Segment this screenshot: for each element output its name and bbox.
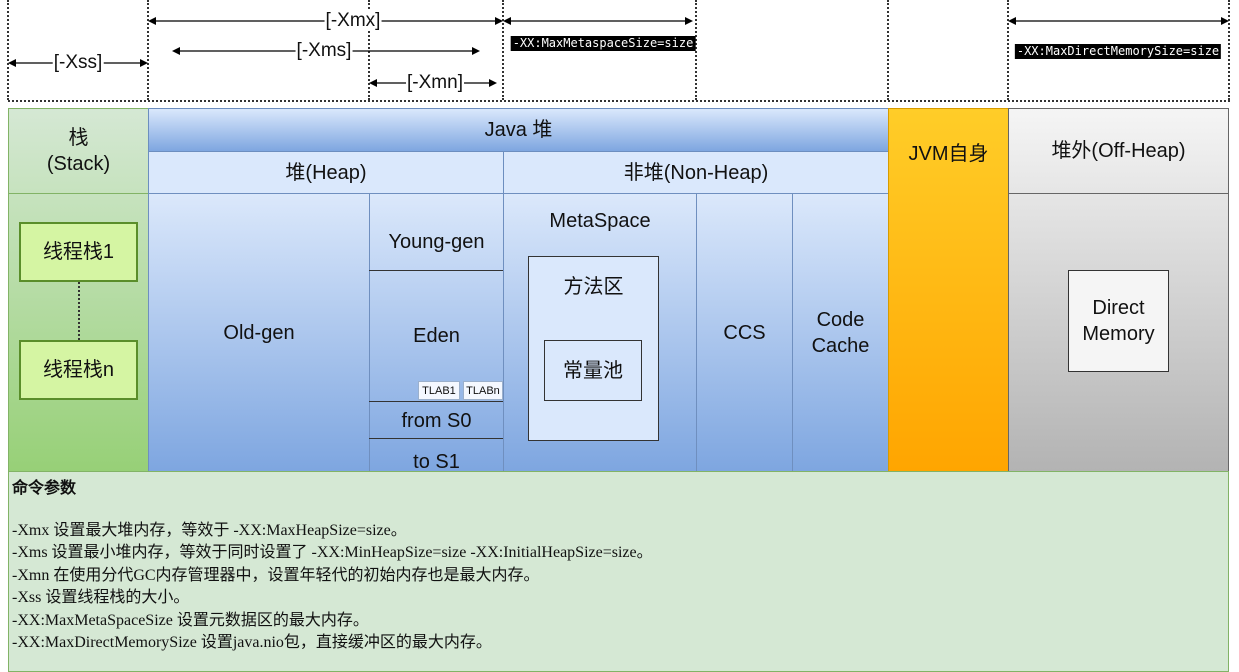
stack-subtitle: (Stack) — [46, 152, 111, 175]
direct-memory-line2: Memory — [1082, 323, 1155, 345]
xmx-label: [-Xmx] — [324, 10, 382, 31]
metaspace-arrow — [503, 11, 693, 31]
param-line: -Xmx 设置最大堆内存，等效于 -XX:MaxHeapSize=size。 — [12, 522, 407, 539]
param-line: -Xms 设置最小堆内存，等效于同时设置了 -XX:MinHeapSize=si… — [12, 544, 653, 562]
eden-label: Eden — [413, 325, 460, 347]
xms-label: [-Xms] — [295, 40, 353, 61]
jvm-self-column — [888, 108, 1009, 472]
boundary-line — [7, 0, 9, 100]
xmn-arrow: [-Xmn] — [369, 73, 497, 93]
from-s0-label: from S0 — [401, 409, 472, 432]
eden-divider — [369, 401, 504, 402]
command-params-title: 命令参数 — [12, 480, 77, 497]
metaspace-param-label: -XX:MaxMetaspaceSize=size — [510, 36, 696, 51]
survivor-divider — [369, 438, 504, 439]
method-area-label: 方法区 — [563, 276, 624, 298]
ccs-area: CCS — [696, 193, 793, 472]
metaspace-label: MetaSpace — [549, 210, 651, 232]
old-gen-area: Old-gen — [148, 193, 370, 472]
param-line: -XX:MaxMetaSpaceSize 设置元数据区的最大内存。 — [12, 611, 369, 629]
direct-memory-box: Direct Memory — [1068, 270, 1169, 372]
param-line: -Xss 设置线程栈的大小。 — [12, 589, 190, 607]
heap-header: 堆(Heap) — [148, 151, 504, 194]
code-cache-line1: Code — [816, 308, 865, 331]
param-line: -Xmn 在使用分代GC内存管理器中，设置年轻代的初始内存也是最大内存。 — [12, 566, 540, 584]
constant-pool-box: 常量池 — [544, 340, 642, 401]
baseline-line — [8, 100, 1230, 102]
boundary-line — [502, 0, 504, 100]
xss-arrow: [-Xss] — [8, 53, 148, 73]
young-divider — [369, 270, 504, 271]
boundary-line — [147, 0, 149, 100]
direct-memory-line1: Direct — [1092, 297, 1145, 319]
xmn-label: [-Xmn] — [406, 72, 464, 93]
tlab1-box: TLAB1 — [418, 381, 460, 400]
direct-memory-arrow — [1008, 11, 1229, 31]
non-heap-header: 非堆(Non-Heap) — [503, 151, 889, 194]
direct-memory-param-label: -XX:MaxDirectMemorySize=size — [1014, 44, 1222, 59]
code-cache-area: Code Cache — [792, 193, 889, 472]
xss-label: [-Xss] — [52, 52, 104, 73]
tlabn-box: TLABn — [463, 381, 503, 400]
jvm-self-label: JVM自身 — [908, 143, 989, 165]
xmx-arrow: [-Xmx] — [148, 11, 503, 31]
young-gen-label: Young-gen — [388, 231, 485, 253]
boundary-line — [368, 0, 370, 100]
boundary-line — [1228, 0, 1230, 100]
stack-header: 栈 (Stack) — [8, 108, 149, 194]
param-line: -XX:MaxDirectMemorySize 设置java.nio包，直接缓冲… — [12, 634, 492, 652]
code-cache-line2: Cache — [811, 334, 870, 357]
java-heap-header: Java 堆 — [148, 108, 889, 152]
boundary-line — [1007, 0, 1009, 100]
off-heap-title: 堆外(Off-Heap) — [1008, 108, 1229, 194]
boundary-line — [695, 0, 697, 100]
thread-stack-connector — [78, 282, 80, 340]
stack-title: 栈 — [68, 126, 89, 149]
to-s1-label: to S1 — [413, 451, 460, 473]
command-params-panel: 命令参数 -Xmx 设置最大堆内存，等效于 -XX:MaxHeapSize=si… — [8, 471, 1229, 672]
thread-stack-1: 线程栈1 — [19, 222, 138, 282]
young-gen-area — [369, 193, 504, 472]
thread-stack-n: 线程栈n — [19, 340, 138, 400]
xms-arrow: [-Xms] — [172, 41, 480, 61]
boundary-line — [887, 0, 889, 100]
